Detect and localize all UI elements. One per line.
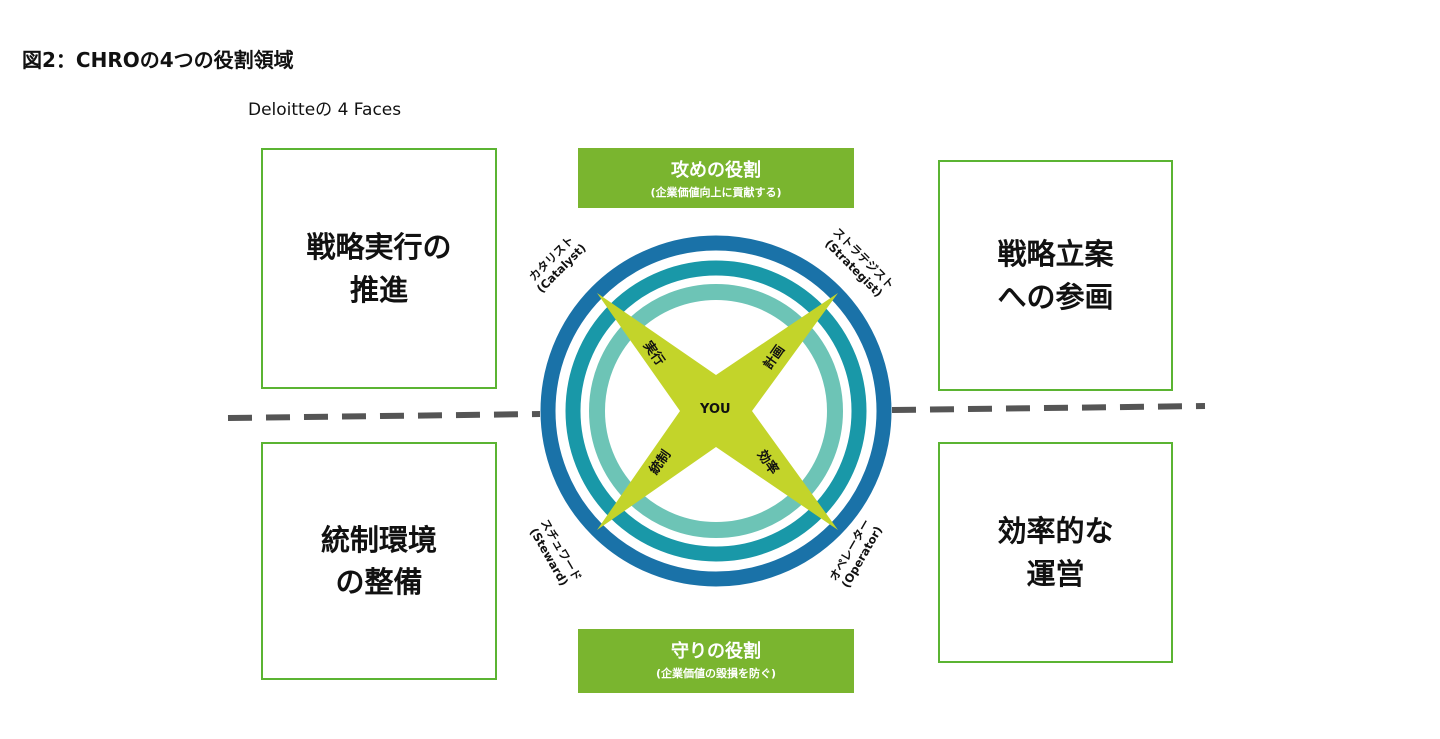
offense-banner: 攻めの役割 (企業価値向上に貢献する) — [578, 148, 854, 208]
ring-inner — [589, 284, 843, 538]
defense-title: 守りの役割 — [671, 641, 761, 662]
ring-middle — [565, 260, 867, 562]
center-label: YOU — [700, 402, 731, 417]
figure-title: 図2：CHROの4つの役割領域 — [22, 48, 294, 72]
defense-subtitle: (企業価値の毀損を防ぐ) — [655, 667, 777, 680]
offense-subtitle: (企業価値向上に貢献する) — [650, 186, 782, 199]
divider-right — [891, 403, 1206, 413]
quadrant-bottom-left: 統制環境 の整備 — [261, 442, 497, 680]
divider-left — [227, 411, 541, 421]
star-shape — [597, 293, 838, 530]
offense-title: 攻めの役割 — [671, 160, 761, 181]
quadrant-top-right: 戦略立案 への参画 — [938, 160, 1173, 391]
quadrant-bottom-right: 効率的な 運営 — [938, 442, 1173, 663]
figure-subtitle: Deloitteの 4 Faces — [248, 100, 402, 120]
ring-outer — [540, 235, 892, 587]
defense-banner: 守りの役割 (企業価値の毀損を防ぐ) — [578, 629, 854, 693]
quadrant-top-left: 戦略実行の 推進 — [261, 148, 497, 389]
